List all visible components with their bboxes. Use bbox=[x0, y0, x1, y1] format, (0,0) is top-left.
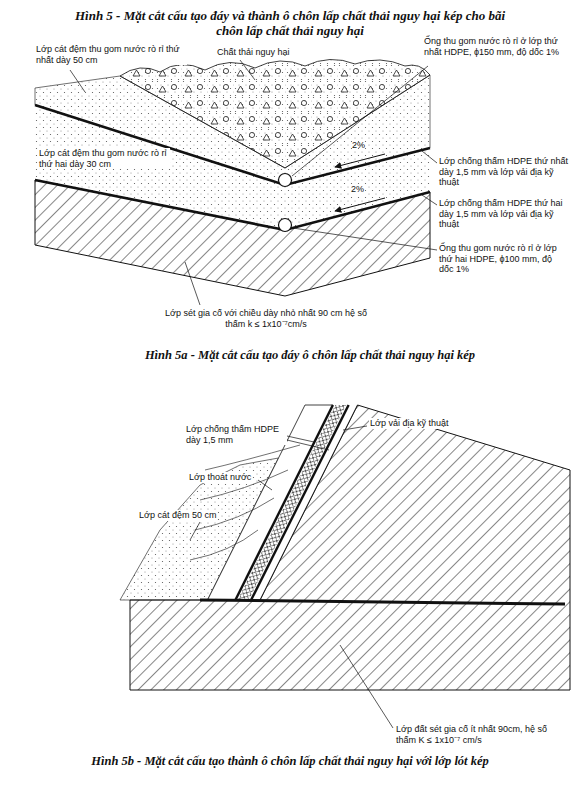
layer-label: Lớp cát đệm thu gom nước rò rỉ thứ hai d… bbox=[38, 148, 170, 169]
figure-caption: Hình 5a - Mặt cắt cấu tạo đáy ô chôn lấp… bbox=[60, 348, 560, 363]
drawing-part bbox=[422, 195, 437, 205]
slope-label: 2% bbox=[352, 140, 365, 151]
drawing-part bbox=[292, 66, 428, 176]
layer-label: Lớp cát đệm 50 cm bbox=[138, 510, 217, 521]
slope-arrow bbox=[335, 154, 385, 167]
figure-caption: Hình 5b - Mặt cắt cấu tạo thành ô chôn l… bbox=[20, 754, 560, 769]
pipe-label: Ống thu gom nước rò rỉ ở lớp thứ hai HDP… bbox=[438, 243, 570, 275]
layer-label: Lớp cát đệm thu gom nước rò rỉ thứ nhất … bbox=[35, 44, 187, 65]
drawing-part bbox=[258, 480, 272, 490]
drawing-part bbox=[190, 522, 200, 540]
layer-label: Lớp đất sét gia cố ít nhất 90cm, hệ số t… bbox=[395, 724, 567, 745]
liner-label: Lớp chống thấm HDPE dày 1,5 mm bbox=[185, 424, 287, 445]
slope-arrow bbox=[335, 198, 385, 211]
layer-label: Lớp vải địa kỹ thuật bbox=[369, 418, 449, 429]
layer-label: Lớp sét gia cố với chiều dày nhỏ nhất 90… bbox=[160, 308, 372, 329]
drawing-part bbox=[205, 445, 300, 470]
drawing-part bbox=[293, 228, 437, 250]
wall-section bbox=[120, 405, 570, 728]
drawing-part bbox=[70, 70, 85, 92]
liner-label: Lớp chống thấm HDPE thứ hai dày 1,5 mm v… bbox=[438, 198, 570, 230]
material-label: Chất thải nguy hại bbox=[216, 47, 291, 58]
drawing-part bbox=[185, 262, 200, 305]
hdpe-liner-1 bbox=[35, 105, 430, 185]
floor-liner bbox=[200, 600, 565, 604]
drawing-part bbox=[240, 60, 255, 80]
liner-label: Lớp chống thấm HDPE thứ nhất dày 1,5 mm … bbox=[438, 156, 570, 188]
leader-lines bbox=[70, 60, 437, 305]
drawing-part bbox=[287, 440, 329, 450]
slope-label: 2% bbox=[350, 184, 365, 195]
drawing-part bbox=[340, 645, 393, 728]
pipe-1 bbox=[279, 174, 292, 187]
figure-title: Hình 5 - Mặt cắt cấu tạo đáy và thành ô … bbox=[70, 8, 510, 38]
pipe-2 bbox=[279, 219, 292, 232]
layer-label: Lớp thoát nước bbox=[188, 472, 252, 483]
bottom-section bbox=[35, 59, 437, 305]
drawing-part bbox=[343, 426, 367, 430]
drawing-part bbox=[422, 151, 437, 163]
pipe-label: Ống thu gom nước rò rỉ ở lớp thứ nhất HD… bbox=[423, 36, 570, 57]
drawing-part bbox=[190, 530, 258, 560]
hdpe-liner-2 bbox=[35, 180, 430, 230]
